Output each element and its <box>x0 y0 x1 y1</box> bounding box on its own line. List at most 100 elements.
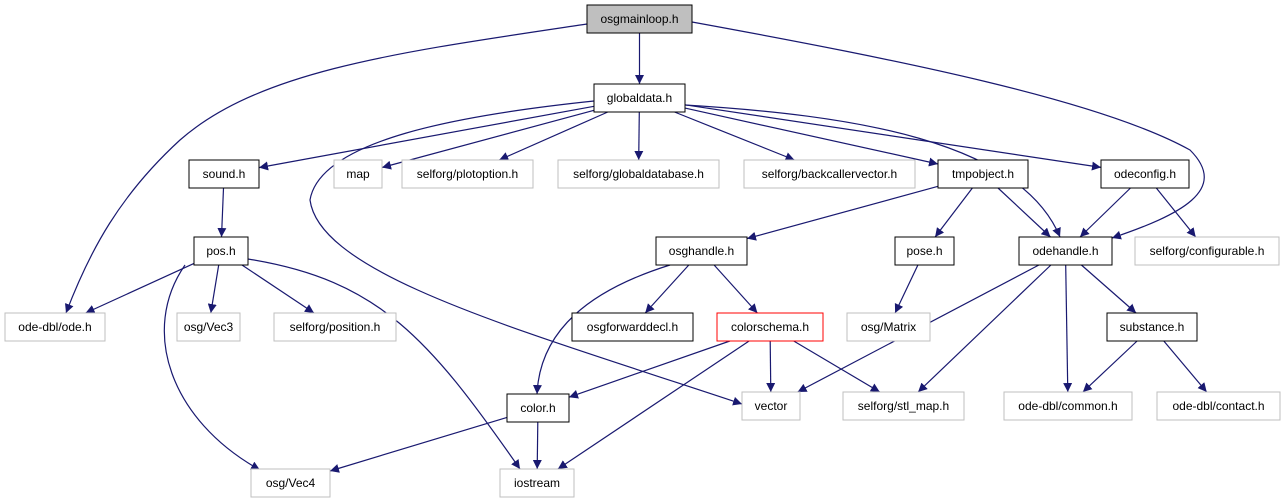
node-box-iostream[interactable] <box>499 468 575 498</box>
node-map[interactable]: map <box>333 159 383 189</box>
edge-colorschema-to-stl_map <box>793 340 881 393</box>
node-box-globaldatabase[interactable] <box>557 159 720 189</box>
node-box-odeconfig[interactable] <box>1100 159 1190 189</box>
node-box-pos[interactable] <box>193 236 249 266</box>
node-vector[interactable]: vector <box>741 391 801 421</box>
node-box-tmpobject[interactable] <box>937 159 1029 189</box>
node-label-odedbl_ode: ode-dbl/ode.h <box>18 320 91 334</box>
edge-tmpobject-to-osghandle <box>746 185 939 241</box>
node-matrix[interactable]: osg/Matrix <box>846 312 931 342</box>
node-colorschema[interactable]: colorschema.h <box>716 312 824 342</box>
node-box-backcallervector[interactable] <box>743 159 916 189</box>
node-box-odehandle[interactable] <box>1018 236 1113 266</box>
node-label-plotoption: selforg/plotoption.h <box>417 167 518 181</box>
node-box-pose[interactable] <box>894 236 955 266</box>
node-osghandle[interactable]: osghandle.h <box>655 236 748 266</box>
edge-odehandle-to-substance <box>1081 264 1137 314</box>
edge-pos-to-position <box>241 264 315 314</box>
node-label-vec3: osg/Vec3 <box>184 320 234 334</box>
node-backcallervector[interactable]: selforg/backcallervector.h <box>743 159 916 189</box>
node-substance[interactable]: substance.h <box>1106 312 1198 342</box>
node-sound[interactable]: sound.h <box>188 159 260 189</box>
node-label-osgmainloop: osgmainloop.h <box>600 12 678 26</box>
edge-pos-to-odedbl_ode <box>85 262 195 314</box>
node-box-color[interactable] <box>506 393 570 423</box>
node-box-plotoption[interactable] <box>401 159 534 189</box>
node-box-stl_map[interactable] <box>842 391 965 421</box>
node-label-substance: substance.h <box>1120 320 1185 334</box>
node-osgmainloop[interactable]: osgmainloop.h <box>586 4 693 34</box>
edge-globaldata-to-backcallervector <box>674 111 795 161</box>
node-label-osgforwarddecl: osgforwarddecl.h <box>587 320 678 334</box>
node-box-colorschema[interactable] <box>716 312 824 342</box>
node-label-contact: ode-dbl/contact.h <box>1172 399 1264 413</box>
edge-substance-to-common <box>1082 340 1138 393</box>
node-plotoption[interactable]: selforg/plotoption.h <box>401 159 534 189</box>
node-odedbl_ode[interactable]: ode-dbl/ode.h <box>4 312 106 342</box>
node-label-vector: vector <box>755 399 788 413</box>
node-label-osghandle: osghandle.h <box>669 244 734 258</box>
edge-osghandle-to-osgforwarddecl <box>644 264 690 314</box>
edge-globaldata-to-vector <box>309 100 743 406</box>
node-position[interactable]: selforg/position.h <box>273 312 397 342</box>
node-pose[interactable]: pose.h <box>894 236 955 266</box>
node-vec4[interactable]: osg/Vec4 <box>250 468 331 498</box>
node-stl_map[interactable]: selforg/stl_map.h <box>842 391 965 421</box>
node-globaldatabase[interactable]: selforg/globaldatabase.h <box>557 159 720 189</box>
edge-odehandle-to-common <box>1063 264 1073 393</box>
edge-tmpobject-to-odehandle <box>997 187 1051 238</box>
node-box-sound[interactable] <box>188 159 260 189</box>
edge-globaldata-to-plotoption <box>498 111 609 161</box>
node-box-osgforwarddecl[interactable] <box>571 312 694 342</box>
edge-color-to-vec4 <box>329 416 508 473</box>
edge-substance-to-contact <box>1163 340 1208 393</box>
node-globaldata[interactable]: globaldata.h <box>593 83 686 113</box>
node-label-map: map <box>346 167 370 181</box>
node-box-contact[interactable] <box>1156 391 1281 421</box>
node-box-odedbl_ode[interactable] <box>4 312 106 342</box>
node-label-globaldatabase: selforg/globaldatabase.h <box>573 167 704 181</box>
node-label-odehandle: odehandle.h <box>1032 244 1098 258</box>
node-iostream[interactable]: iostream <box>499 468 575 498</box>
node-tmpobject[interactable]: tmpobject.h <box>937 159 1029 189</box>
node-common[interactable]: ode-dbl/common.h <box>1003 391 1133 421</box>
edge-globaldata-to-tmpobject <box>684 107 939 167</box>
edge-tmpobject-to-pose <box>934 187 973 238</box>
node-box-position[interactable] <box>273 312 397 342</box>
edge-colorschema-to-color <box>568 340 731 399</box>
node-vec3[interactable]: osg/Vec3 <box>176 312 241 342</box>
edge-globaldata-to-odehandle <box>684 104 1061 238</box>
node-box-globaldata[interactable] <box>593 83 686 113</box>
node-contact[interactable]: ode-dbl/contact.h <box>1156 391 1281 421</box>
node-label-tmpobject: tmpobject.h <box>952 167 1014 181</box>
edge-sound-to-pos <box>217 187 227 238</box>
node-odehandle[interactable]: odehandle.h <box>1018 236 1113 266</box>
node-color[interactable]: color.h <box>506 393 570 423</box>
node-box-vec4[interactable] <box>250 468 331 498</box>
node-label-colorschema: colorschema.h <box>731 320 809 334</box>
edge-odeconfig-to-odehandle <box>1079 187 1131 238</box>
edge-osgmainloop-to-odedbl_ode <box>65 23 588 314</box>
edge-odeconfig-to-configurable <box>1155 187 1197 238</box>
node-odeconfig[interactable]: odeconfig.h <box>1100 159 1190 189</box>
edge-pose-to-matrix <box>894 264 919 314</box>
node-pos[interactable]: pos.h <box>193 236 249 266</box>
node-box-vec3[interactable] <box>176 312 241 342</box>
node-box-substance[interactable] <box>1106 312 1198 342</box>
edge-pos-to-vec3 <box>207 264 220 314</box>
edge-color-to-iostream <box>532 421 542 470</box>
node-osgforwarddecl[interactable]: osgforwarddecl.h <box>571 312 694 342</box>
node-box-matrix[interactable] <box>846 312 931 342</box>
edge-osgmainloop-to-odehandle <box>691 21 1205 240</box>
node-label-sound: sound.h <box>203 167 246 181</box>
edge-globaldata-to-globaldatabase <box>634 111 644 161</box>
node-box-osghandle[interactable] <box>655 236 748 266</box>
node-box-map[interactable] <box>333 159 383 189</box>
node-box-vector[interactable] <box>741 391 801 421</box>
node-label-backcallervector: selforg/backcallervector.h <box>762 167 897 181</box>
node-configurable[interactable]: selforg/configurable.h <box>1134 236 1280 266</box>
node-box-configurable[interactable] <box>1134 236 1280 266</box>
node-box-common[interactable] <box>1003 391 1133 421</box>
node-label-position: selforg/position.h <box>290 320 381 334</box>
node-box-osgmainloop[interactable] <box>586 4 693 34</box>
